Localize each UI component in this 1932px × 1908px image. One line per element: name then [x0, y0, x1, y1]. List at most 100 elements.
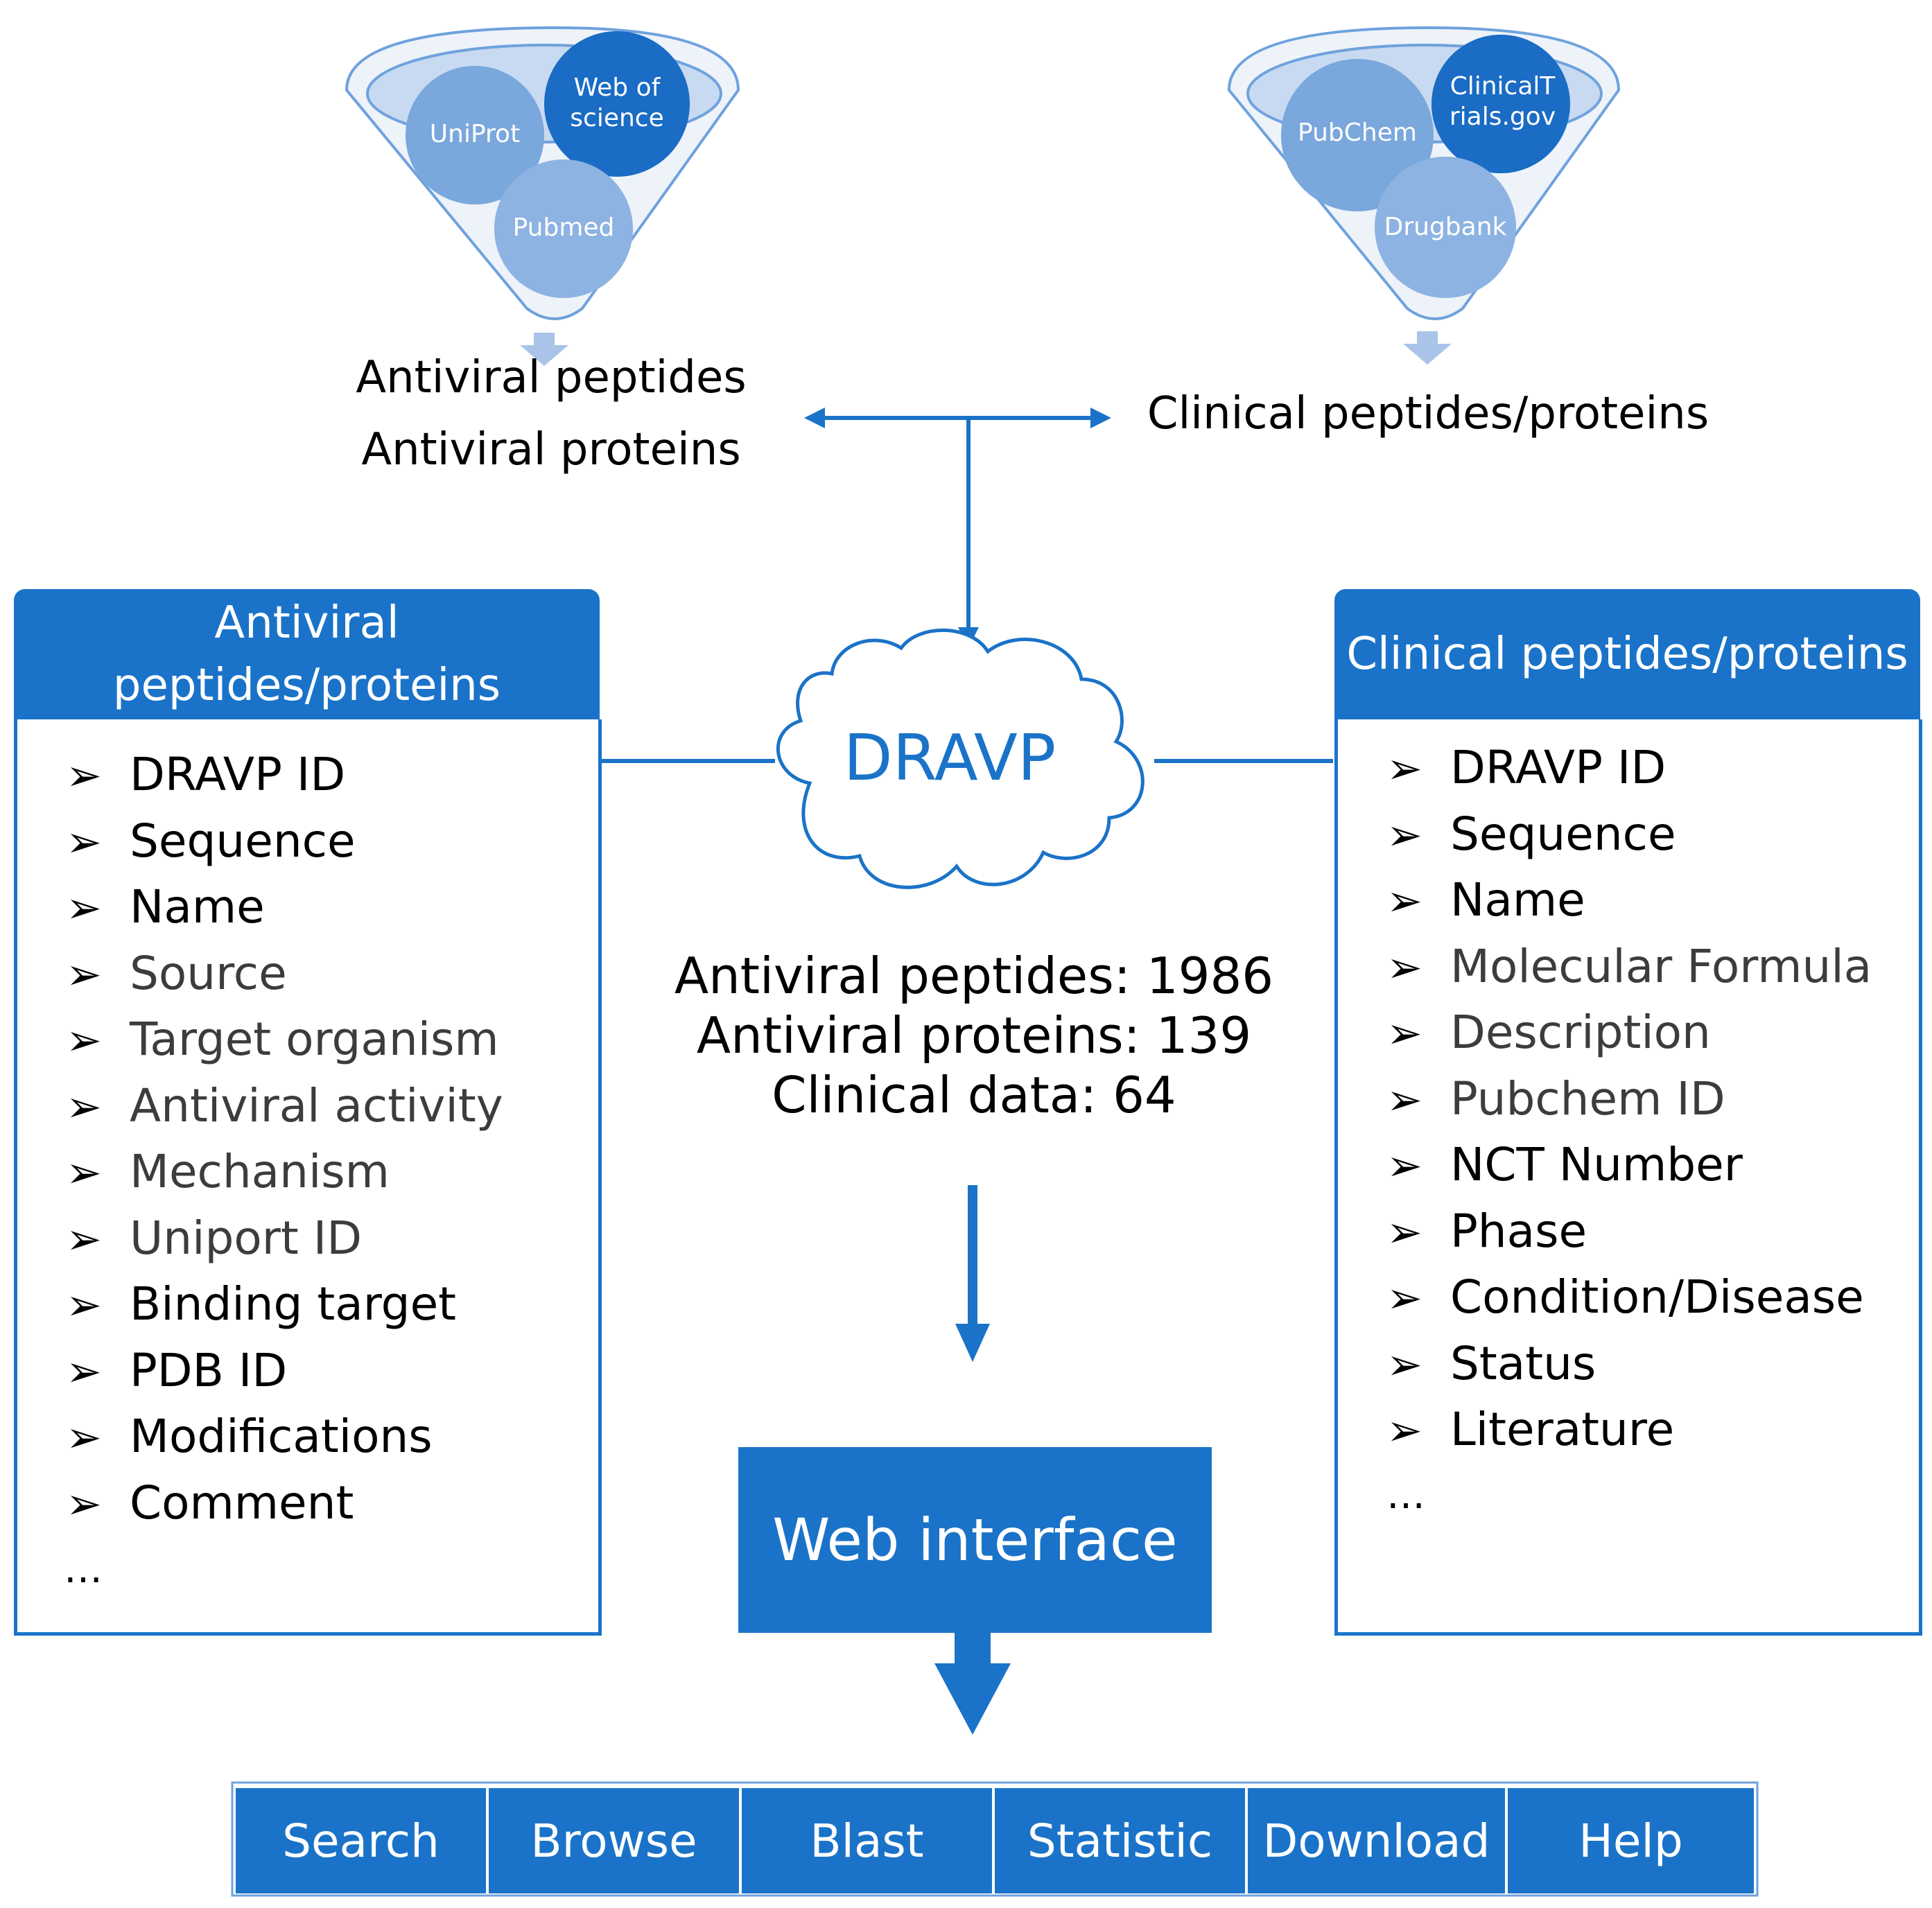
list-item: ➢ Status [1386, 1331, 1872, 1397]
tab-blast[interactable]: Blast [742, 1788, 995, 1893]
pubchem-label: PubChem [1298, 119, 1417, 147]
list-item-label: Pubchem ID [1450, 1071, 1725, 1126]
list-item-label: NCT Number [1450, 1138, 1743, 1191]
bullet-arrow-icon: ➢ [66, 816, 102, 867]
list-item: ➢Comment [66, 1470, 503, 1537]
bullet-arrow-icon: ➢ [1386, 743, 1422, 794]
list-item: ➢DRAVP ID [66, 742, 503, 808]
pubmed-circle [494, 159, 633, 298]
bullet-arrow-icon: ➢ [1386, 1074, 1422, 1125]
list-item-label: Mechanism [130, 1145, 390, 1198]
left-panel-header: Antiviral peptides/proteins [14, 589, 600, 719]
uniprot-circle [406, 66, 544, 204]
bullet-arrow-icon: ➢ [66, 1015, 102, 1065]
list-item: ➢NCT Number [1386, 1132, 1872, 1198]
right-panel-title: Clinical peptides/proteins [1346, 629, 1908, 680]
list-item: ➢ Mechanism [66, 1139, 503, 1205]
web-interface-label: Web interface [772, 1506, 1178, 1574]
list-item: ➢ Description [1386, 999, 1872, 1066]
bullet-arrow-icon: ➢ [66, 1213, 102, 1264]
list-item-label: Source [130, 946, 287, 1000]
stat-clinical-data: Clinical data: 64 [772, 1066, 1176, 1124]
list-item-label: Modifications [130, 1410, 433, 1463]
web-to-tabs-arrow [934, 1632, 1011, 1735]
drugbank-label: Drugbank [1384, 213, 1507, 241]
antiviral-peptides-collected: Antiviral peptides [356, 352, 747, 403]
merge-connector [815, 416, 1102, 634]
clinicaltrials-circle [1431, 35, 1570, 173]
list-item: ➢ Target organism [66, 1006, 503, 1073]
pubchem-circle [1281, 59, 1434, 211]
list-item-label: Condition/Disease [1450, 1270, 1864, 1324]
list-item-label: Sequence [1450, 807, 1676, 861]
left-panel-title: Antiviral peptides/proteins [112, 597, 501, 711]
list-item-label: Sequence [130, 814, 356, 868]
clinicaltrials-label: ClinicalT rials.gov [1449, 72, 1556, 131]
right-funnel [1227, 26, 1621, 365]
drugbank-circle [1375, 157, 1516, 298]
bullet-arrow-icon: ➢ [1386, 941, 1422, 992]
tab-statistic[interactable]: Statistic [995, 1788, 1248, 1893]
web-of-science-circle [544, 31, 690, 177]
bullet-arrow-icon: ➢ [1386, 1008, 1422, 1058]
tab-search[interactable]: Search [236, 1788, 489, 1893]
clinical-peptides-collected: Clinical peptides/proteins [1147, 388, 1709, 439]
bullet-arrow-icon: ➢ [1386, 875, 1422, 926]
list-item-label: Molecular Formula [1450, 939, 1872, 993]
bullet-arrow-icon: ➢ [66, 948, 102, 999]
list-item-label: DRAVP ID [1450, 741, 1666, 794]
tab-browse[interactable]: Browse [489, 1788, 742, 1893]
left-panel-body [14, 719, 602, 1636]
uniprot-label: UniProt [429, 120, 521, 148]
arrowhead-right [1090, 408, 1111, 428]
list-item-label: Name [1450, 873, 1585, 927]
bullet-arrow-icon: ➢ [1386, 1405, 1422, 1455]
bullet-arrow-icon: ➢ [1386, 809, 1422, 860]
stats-to-web-arrowhead [955, 1324, 990, 1362]
list-item-label: Binding target [130, 1277, 457, 1331]
list-item: ➢ Pubchem ID [1386, 1066, 1872, 1132]
dravp-label: DRAVP [843, 721, 1056, 795]
bullet-arrow-icon: ➢ [66, 1478, 102, 1529]
dravp-cloud [776, 628, 1145, 889]
right-panel-body [1334, 719, 1922, 1636]
bullet-arrow-icon: ➢ [66, 750, 102, 800]
tab-bar: Search Browse Blast Statistic Download H… [236, 1788, 1754, 1893]
list-item-label: Phase [1450, 1204, 1587, 1258]
right-panel-more: … [1386, 1473, 1425, 1518]
bullet-arrow-icon: ➢ [1386, 1206, 1422, 1257]
stats-block: Antiviral peptides: 1986 Antiviral prote… [645, 946, 1303, 1125]
list-item: ➢Modifications [66, 1403, 503, 1470]
right-panel-header: Clinical peptides/proteins [1334, 589, 1920, 719]
left-panel-list: ➢DRAVP ID➢Sequence➢Name➢Source➢Target or… [66, 742, 503, 1536]
list-item-label: Literature [1450, 1403, 1675, 1456]
list-item: ➢ Molecular Formula [1386, 934, 1872, 1000]
list-item-label: PDB ID [130, 1343, 288, 1397]
list-item-label: Target organism [130, 1013, 499, 1066]
bullet-arrow-icon: ➢ [66, 882, 102, 933]
list-item: ➢Name [66, 874, 503, 940]
bullet-arrow-icon: ➢ [66, 1147, 102, 1198]
list-item-label: Uniport ID [130, 1211, 363, 1265]
left-funnel [345, 26, 740, 366]
stat-antiviral-proteins: Antiviral proteins: 139 [696, 1006, 1252, 1065]
bullet-arrow-icon: ➢ [1386, 1272, 1422, 1323]
tab-help[interactable]: Help [1508, 1788, 1754, 1893]
list-item: ➢ Sequence [66, 808, 503, 875]
list-item: ➢ PDB ID [66, 1338, 503, 1404]
list-item: ➢ Uniport ID [66, 1205, 503, 1272]
antiviral-proteins-collected: Antiviral proteins [361, 424, 741, 475]
bullet-arrow-icon: ➢ [66, 1345, 102, 1397]
list-item-label: Description [1450, 1006, 1711, 1059]
web-of-science-label: Web of science [570, 73, 664, 132]
pubmed-label: Pubmed [512, 213, 615, 242]
tab-download[interactable]: Download [1248, 1788, 1508, 1893]
list-item: ➢ Name [1386, 867, 1872, 934]
list-item-label: Status [1450, 1336, 1596, 1390]
bullet-arrow-icon: ➢ [1386, 1338, 1422, 1390]
bullet-arrow-icon: ➢ [66, 1080, 102, 1132]
bullet-arrow-icon: ➢ [66, 1279, 102, 1330]
list-item: ➢ Condition/Disease [1386, 1264, 1872, 1331]
right-panel-list: ➢ DRAVP ID ➢ Sequence ➢ Name ➢ Molecular Formul… [1386, 735, 1872, 1463]
list-item: ➢ Sequence [1386, 801, 1872, 868]
